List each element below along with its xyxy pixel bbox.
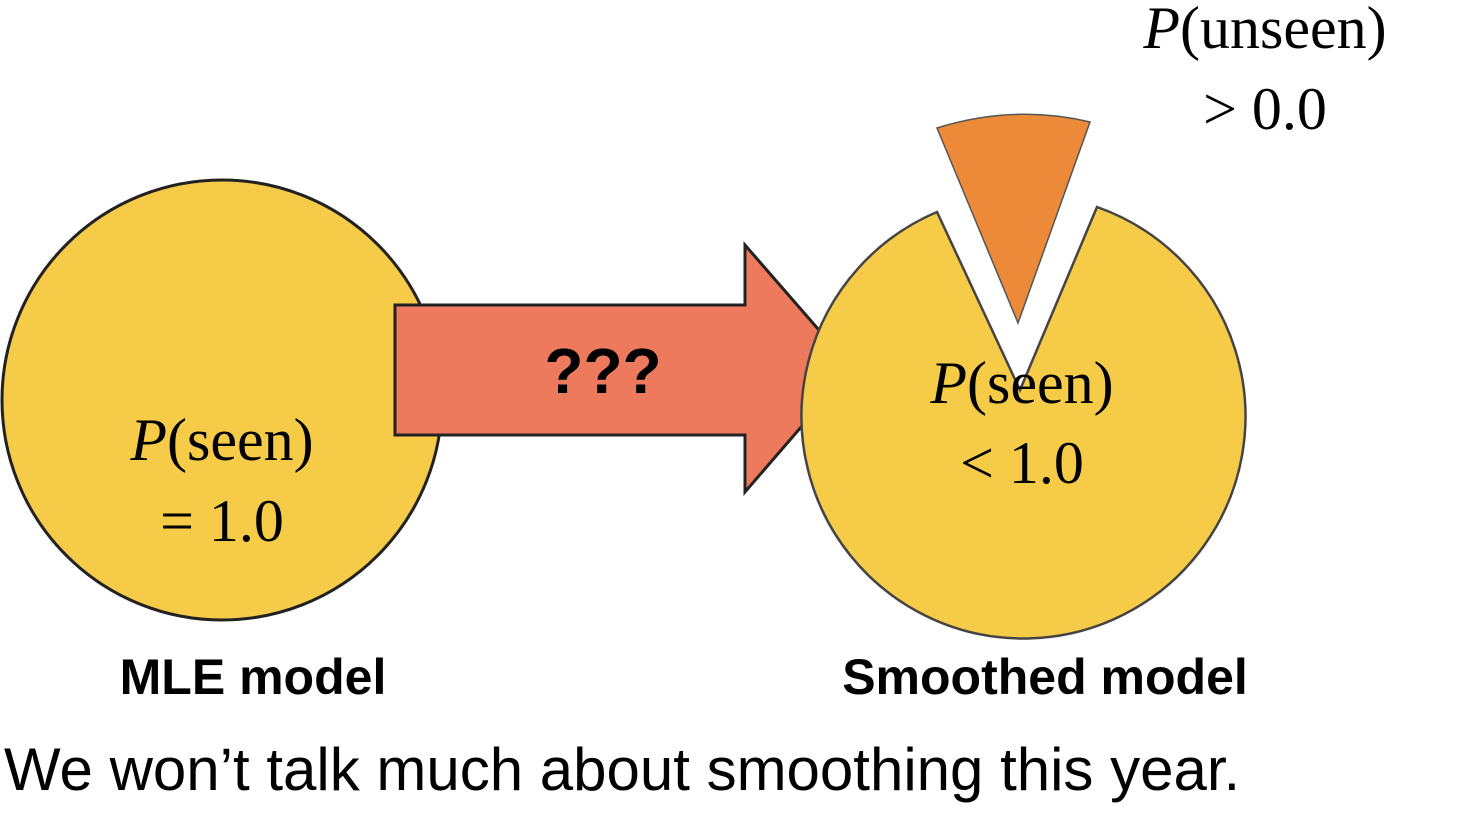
mle-value: = 1.0 bbox=[160, 488, 284, 554]
mle-model-label: MLE model bbox=[120, 649, 387, 705]
unseen-value: > 0.0 bbox=[1203, 76, 1327, 142]
unseen-probability: P(unseen) bbox=[1142, 0, 1386, 61]
transition-arrow bbox=[393, 240, 854, 497]
smoothed-pie bbox=[800, 205, 1247, 640]
mle-pie bbox=[0, 178, 444, 622]
smoothed-model-label: Smoothed model bbox=[842, 649, 1248, 705]
mle-probability: P(seen) bbox=[129, 407, 313, 473]
smoothed-value: < 1.0 bbox=[960, 430, 1084, 496]
arrow-label: ??? bbox=[544, 335, 661, 407]
caption: We won’t talk much about smoothing this … bbox=[4, 736, 1240, 803]
smoothed-probability: P(seen) bbox=[929, 350, 1113, 416]
unseen-slice bbox=[935, 113, 1091, 326]
